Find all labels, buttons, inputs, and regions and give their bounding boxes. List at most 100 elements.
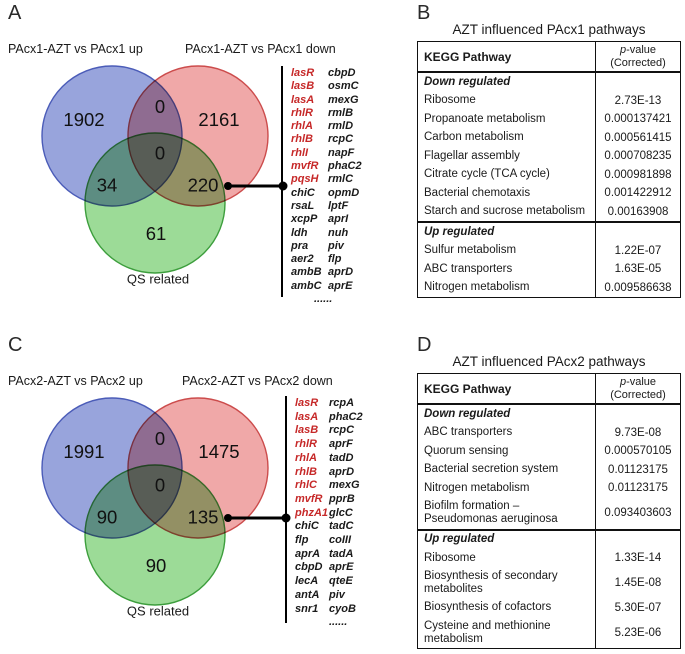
p-value-cell: 0.093403603 [604, 507, 672, 519]
pathway-name-cell: ABC transporters [418, 423, 596, 442]
pathway-name-cell: Bacterial secretion system [418, 460, 596, 479]
gene-name: mexG [329, 479, 360, 492]
gene-name: phaC2 [329, 410, 363, 423]
panel-a-letter: A [8, 2, 22, 24]
gene-name: ambC [291, 279, 322, 292]
table-header-row: KEGG Pathway p-value (Corrected) [418, 374, 680, 405]
p-value-cell: 0.01123175 [608, 463, 668, 476]
pathway-name-cell: Down regulated [418, 405, 596, 424]
gene-name: rhlI [291, 146, 309, 159]
gene-name: chiC [295, 520, 319, 533]
p-value-cell: 0.000981898 [604, 168, 672, 181]
table-row: Biofilm formation – Pseudomonas aerugino… [418, 497, 680, 529]
table-row: Nitrogen metabolism 0.009586638 [418, 278, 680, 297]
panel-c-count-qs-only: 90 [146, 555, 167, 576]
p-value-cell: 1.33E-14 [614, 552, 662, 565]
table-row: Ribosome 1.33E-14 [418, 549, 680, 568]
gene-name: aprD [329, 465, 355, 478]
panel-c-count-up-only: 1991 [63, 441, 104, 462]
table-row: Ribosome 2.73E-13 [418, 91, 680, 110]
gene-name: aprA [295, 547, 321, 560]
gene-name: lasA [295, 410, 319, 423]
gene-name: piv [328, 239, 344, 252]
pathway-name-cell: Down regulated [418, 73, 596, 92]
gene-name: mvfR [291, 160, 319, 173]
pathway-name-cell: Starch and sucrose metabolism [418, 202, 596, 221]
gene-name: pqsH [291, 173, 319, 186]
gene-name: antA [295, 588, 320, 601]
pathway-name-cell: Biosynthesis of cofactors [418, 598, 596, 617]
gene-name: aprE [328, 279, 353, 292]
panel-b-pathway-table: KEGG Pathway p-value (Corrected) Down re… [417, 41, 681, 298]
panel-b-letter: B [417, 2, 431, 24]
panel-d-letter: D [417, 334, 432, 356]
gene-name: qteE [329, 575, 353, 588]
gene-name: aprE [329, 561, 354, 574]
p-value-cell: 0.009586638 [604, 281, 672, 294]
gene-name: coIII [329, 534, 352, 547]
table-row: ABC transporters 1.63E-05 [418, 260, 680, 279]
p-value-cell: 0.001422912 [604, 187, 672, 200]
gene-list-ellipsis: ...... [329, 616, 348, 629]
gene-name: glcC [329, 506, 353, 519]
pathway-name-cell: Citrate cycle (TCA cycle) [418, 165, 596, 184]
pathway-name-cell: Ribosome [418, 91, 596, 110]
panel-c-count-up-qs: 90 [97, 507, 118, 528]
p-value-cell: 0.000137421 [604, 113, 672, 126]
gene-name: flp [328, 253, 342, 266]
pathway-name-cell: ABC transporters [418, 260, 596, 279]
panel-c-count-center: 0 [155, 475, 165, 496]
p-value-cell [596, 405, 680, 424]
gene-name: xcpP [291, 213, 318, 226]
gene-name: aprF [329, 438, 353, 451]
table-header-row: KEGG Pathway p-value (Corrected) [418, 42, 680, 73]
pathway-name-cell: Biofilm formation – Pseudomonas aerugino… [418, 497, 596, 529]
gene-name: rhlB [291, 133, 313, 146]
pathway-name-cell: Carbon metabolism [418, 128, 596, 147]
p-value-cell: 1.22E-07 [614, 244, 662, 257]
gene-name: aprI [328, 213, 349, 226]
panel-a-qs-set-label: QS related [127, 272, 189, 287]
gene-name: ldh [291, 226, 308, 239]
gene-list-ellipsis: ...... [314, 293, 333, 306]
gene-name: phaC2 [328, 160, 362, 173]
gene-name: mvfR [295, 492, 323, 505]
gene-name: rhlA [295, 451, 317, 464]
gene-name: ambB [291, 266, 322, 279]
panel-b-table-title: AZT influenced PAcx1 pathways [452, 22, 646, 37]
table-row: Carbon metabolism 0.000561415 [418, 128, 680, 147]
table-row: Propanoate metabolism 0.000137421 [418, 110, 680, 129]
p-value-cell: 9.73E-08 [614, 426, 662, 439]
gene-name: opmD [328, 186, 360, 199]
panel-d-table-title: AZT influenced PAcx2 pathways [452, 354, 646, 369]
kegg-pathway-header: KEGG Pathway [418, 374, 596, 403]
gene-name: lasR [291, 67, 315, 79]
gene-name: rhlA [291, 120, 313, 133]
panel-a-venn-diagram: 1902 2161 0 0 34 220 61 QS related [41, 65, 288, 287]
gene-name: rhlR [291, 106, 313, 119]
gene-name: tadC [329, 520, 354, 533]
p-value-cell [596, 223, 680, 242]
table-row: Down regulated [418, 73, 680, 92]
pathway-name-cell: Flagellar assembly [418, 147, 596, 166]
gene-name: osmC [328, 80, 359, 93]
table-row: ABC transporters 9.73E-08 [418, 423, 680, 442]
gene-name: rmlC [328, 173, 354, 186]
gene-name: rsaL [291, 199, 315, 212]
panel-a-count-down-only: 2161 [198, 109, 239, 130]
gene-name: snr1 [295, 602, 319, 615]
pathway-name-cell: Nitrogen metabolism [418, 479, 596, 498]
table-row: Quorum sensing 0.000570105 [418, 442, 680, 461]
gene-name: napF [328, 146, 355, 159]
panel-c-venn-diagram: 1991 1475 0 0 90 135 90 QS related [41, 397, 291, 619]
gene-name: lptF [328, 199, 349, 212]
table-row: Sulfur metabolism 1.22E-07 [418, 241, 680, 260]
panel-d-pathway-table: KEGG Pathway p-value (Corrected) Down re… [417, 373, 681, 649]
gene-name: lasB [291, 80, 315, 93]
gene-name: rcpA [329, 397, 355, 409]
table-row: Bacterial chemotaxis 0.001422912 [418, 184, 680, 203]
gene-name: chiC [291, 186, 315, 199]
gene-name: lasR [295, 397, 319, 409]
panel-a-count-up-only: 1902 [63, 109, 104, 130]
